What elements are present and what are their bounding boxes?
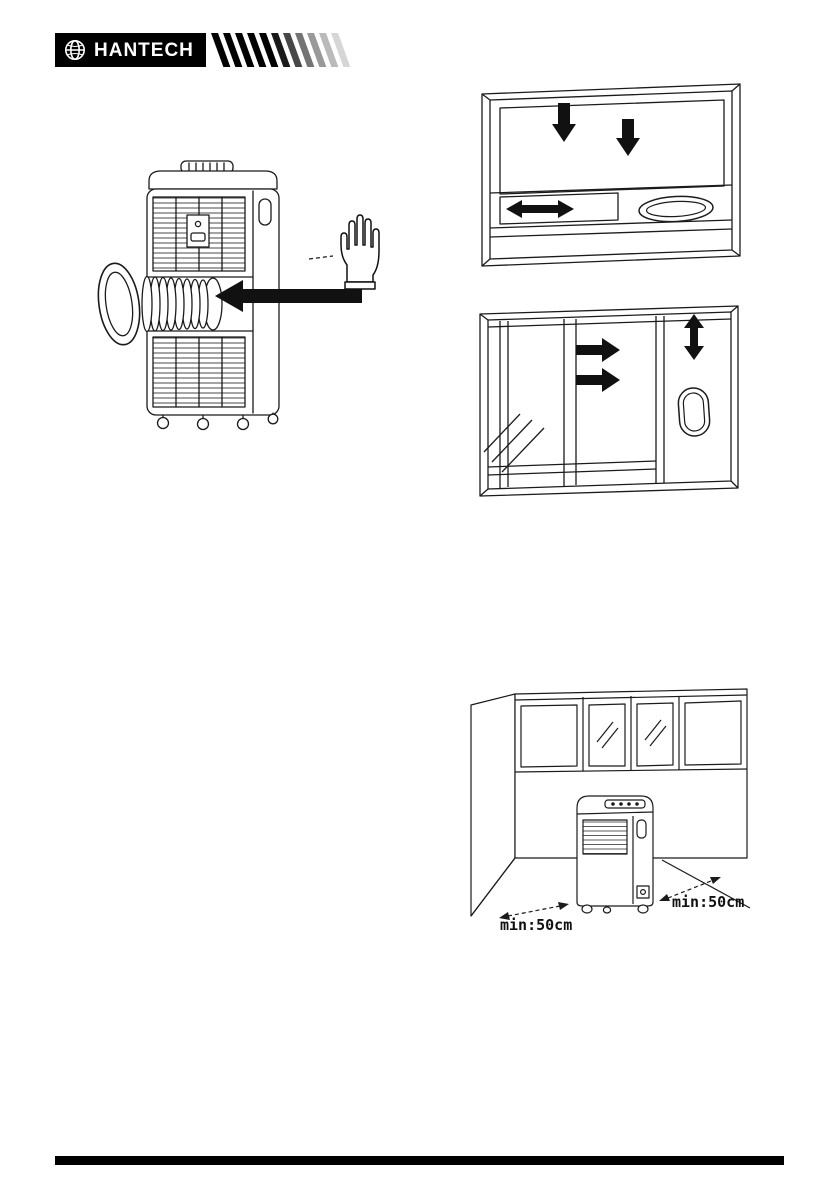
globe-icon	[65, 40, 85, 60]
arrow-up-down-icon	[684, 314, 704, 360]
brand-logo: HANTECH	[55, 33, 363, 67]
hose-vent-slot	[677, 387, 711, 437]
exhaust-hose	[97, 262, 209, 346]
arrow-right-icon	[576, 338, 620, 362]
arrow-left-icon	[215, 280, 362, 312]
ac-unit-hose-illustration	[97, 160, 380, 431]
arrow-down-icon	[616, 119, 640, 156]
arrow-left-right-icon	[506, 200, 574, 218]
leader-dashes	[308, 255, 334, 260]
exhaust-hose-figure	[85, 155, 385, 450]
vertical-window-figure	[470, 76, 750, 281]
hand-icon	[340, 214, 380, 290]
ac-unit-small	[576, 795, 654, 914]
footer-rule	[55, 1156, 784, 1165]
vertical-window-illustration	[481, 83, 741, 267]
sliding-window-illustration	[479, 305, 739, 497]
arrow-down-icon	[552, 103, 576, 142]
brand-stripes	[210, 33, 351, 67]
clearance-label-left: min:50cm	[500, 916, 573, 934]
room-clearance-figure	[455, 680, 755, 955]
hose-flange	[97, 262, 141, 346]
clearance-arrow-left	[499, 902, 569, 920]
brand-box: HANTECH	[55, 33, 206, 67]
arrow-right-icon	[576, 368, 620, 392]
hose-vent-slot	[638, 195, 714, 223]
brand-text: HANTECH	[94, 39, 194, 61]
clearance-arrow-right	[659, 877, 721, 901]
clearance-label-right: min:50cm	[672, 893, 745, 911]
room-placement-illustration	[470, 688, 751, 920]
sliding-window-figure	[470, 300, 750, 505]
